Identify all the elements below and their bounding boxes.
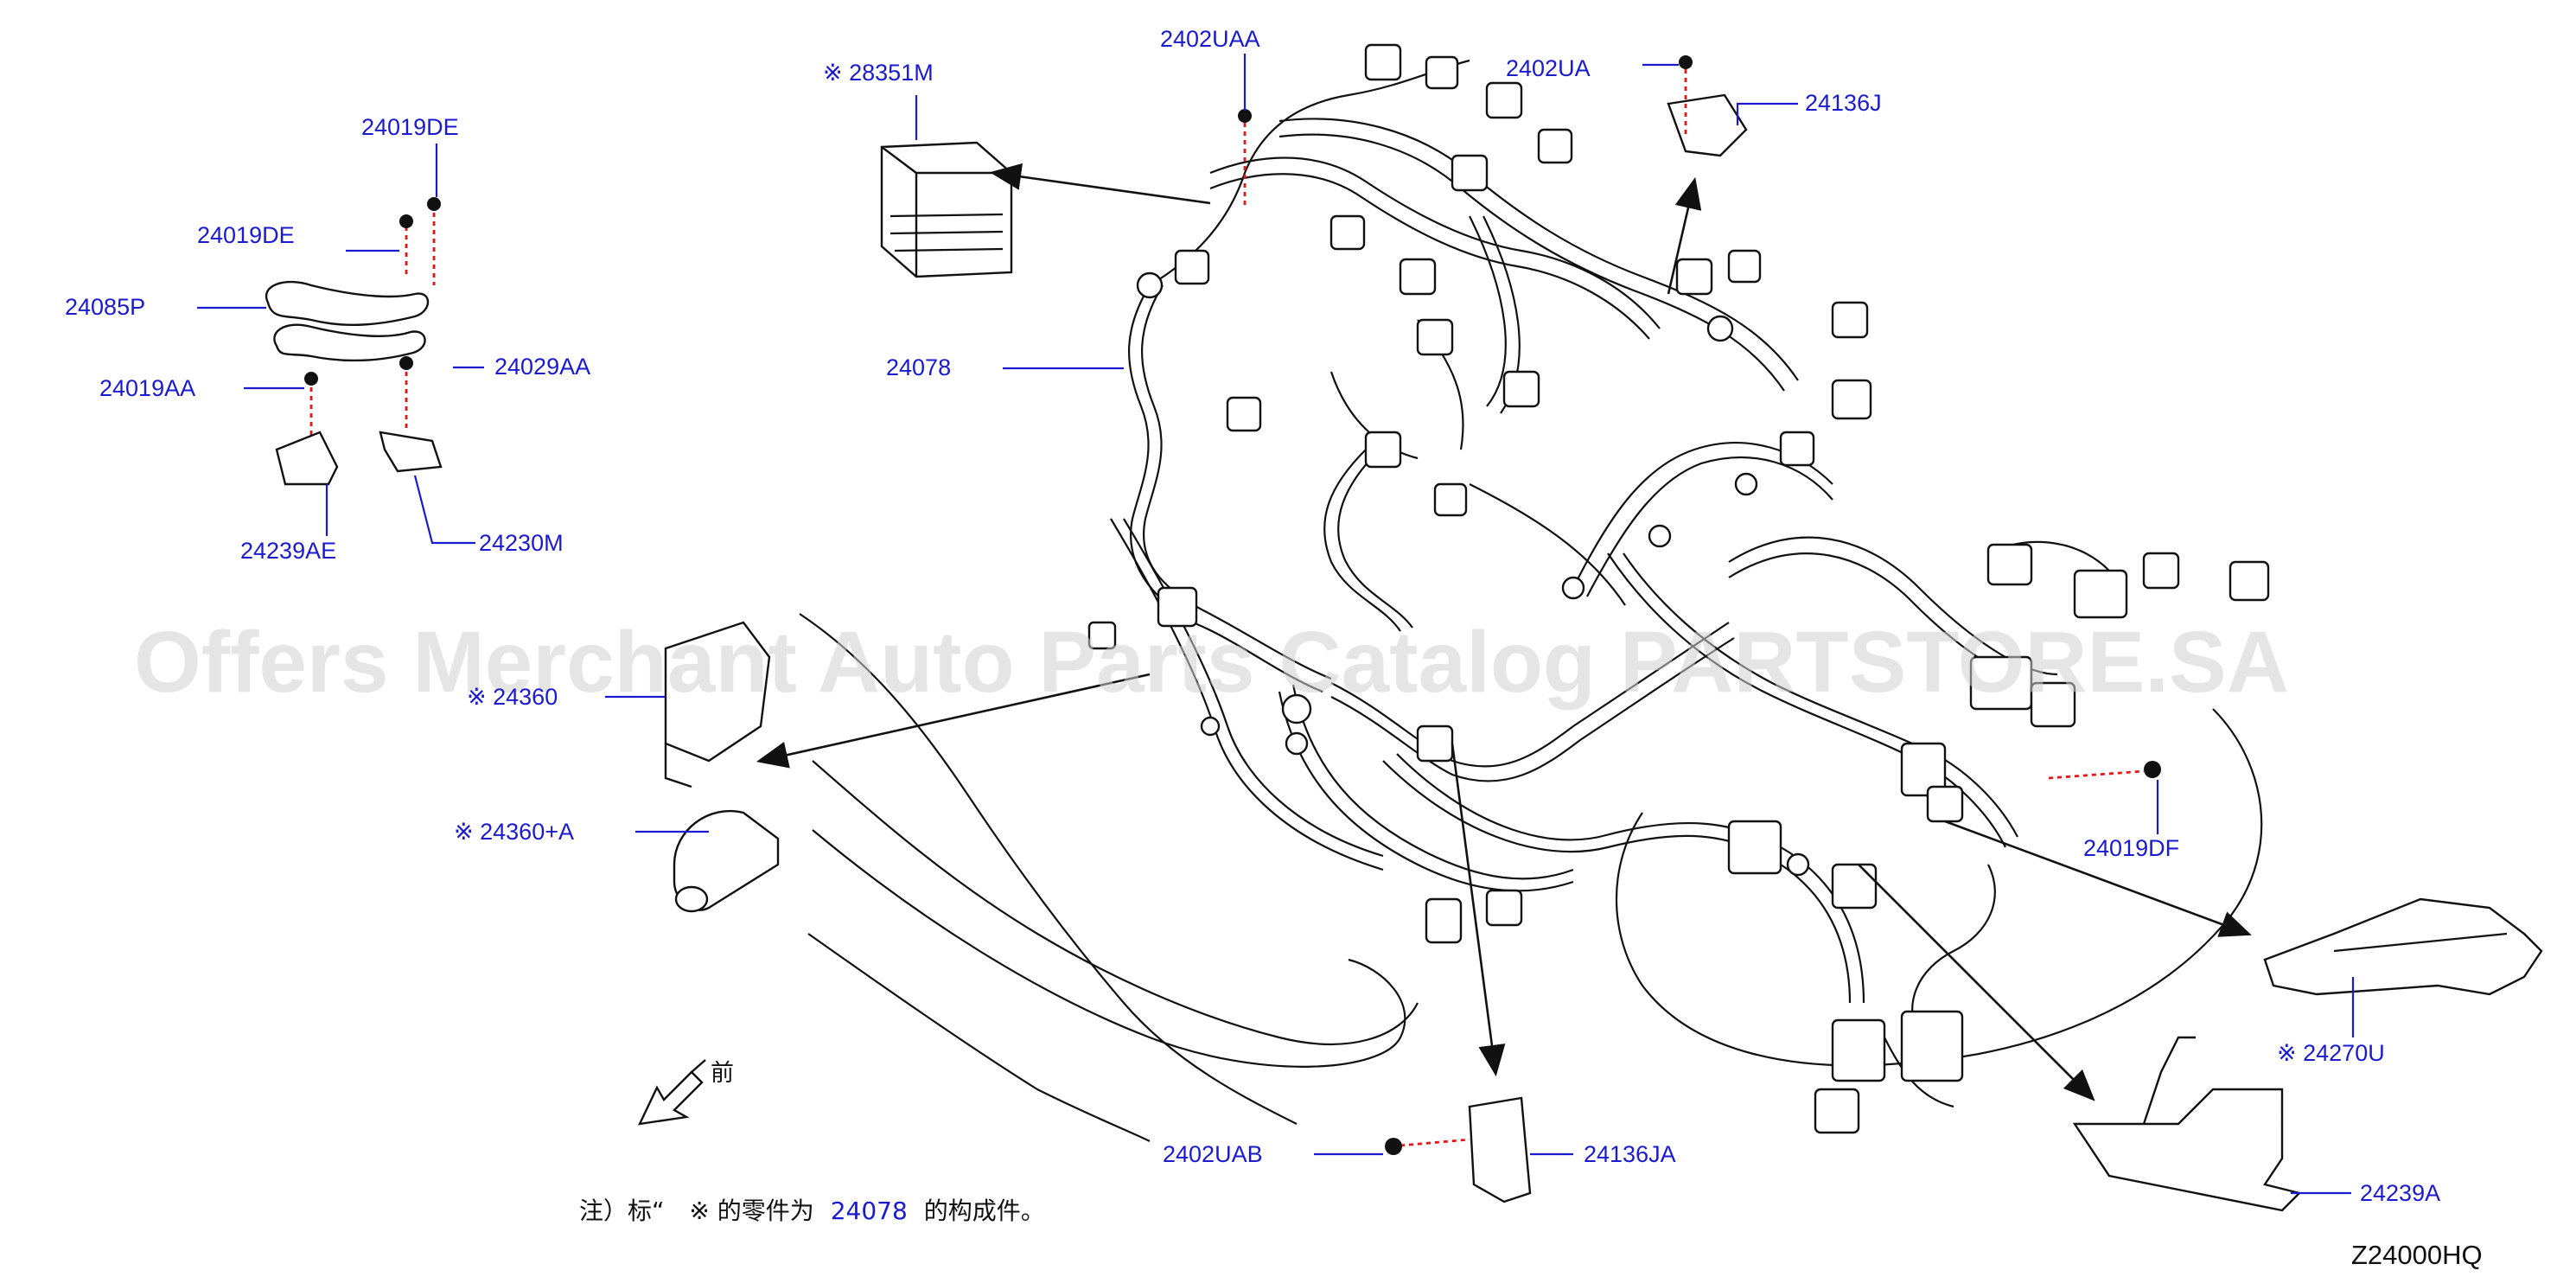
note-prefix: 注）标“ [579,1197,665,1225]
callout-24019AA[interactable]: 24019AA [99,375,195,401]
bolt-2402UAA [1238,109,1252,207]
terminal-cover-24360 [664,621,771,788]
callout-24085P[interactable]: 24085P [65,294,145,320]
watermark-text: Offers Merchant Auto Parts Catalog PARTS… [134,614,2289,711]
marker-asterisk: ※ [2277,1040,2303,1066]
callout-2402UAA[interactable]: 2402UAA [1160,26,1260,52]
callout-labels: ※ 28351M 2402UAA 2402UA 24136J 24019DE 2… [65,26,2440,1206]
wire-harness-illustration [799,43,2270,1142]
front-arrow-icon [637,1070,704,1126]
callout-24136JA[interactable]: 24136JA [1584,1141,1676,1167]
callout-28351M[interactable]: ※ 28351M [823,60,934,86]
bracket-24136JA [1385,1096,1532,1203]
callout-24078[interactable]: 24078 [886,354,951,380]
callout-24239AE[interactable]: 24239AE [240,538,336,564]
bracket-24239A [2072,1036,2302,1212]
footnote: 注）标“ ※ 的零件为 24078 的构成件。 [579,1197,1045,1225]
bracket-24270U [2263,897,2543,996]
callout-24360[interactable]: ※ 24360 [467,684,558,710]
callout-2402UAB[interactable]: 2402UAB [1163,1141,1263,1167]
marker-asterisk: ※ [454,819,480,845]
ecm-connector-28351M [880,141,1013,278]
bolt-24019DF [2048,761,2161,780]
front-direction-indicator: 前 [637,1059,734,1126]
leader-lines [197,54,2355,1195]
note-suffix: 的构成件。 [924,1197,1045,1225]
callout-24239A[interactable]: 24239A [2360,1180,2440,1206]
marker-asterisk: ※ [823,60,849,86]
ground-strap-group [265,197,443,486]
diagram-code: Z24000HQ [2351,1240,2483,1270]
callout-24019DE-left[interactable]: 24019DE [197,222,295,248]
callout-24136J[interactable]: 24136J [1805,90,1882,116]
callout-24230M[interactable]: 24230M [479,530,564,556]
arrows [756,163,2252,1101]
note-middle: 的零件为 [717,1197,814,1225]
terminal-cover-24360A [673,809,780,913]
note-mark: ※ [689,1197,709,1225]
note-ref-24078[interactable]: 24078 [831,1197,908,1225]
callout-24270U[interactable]: ※ 24270U [2277,1040,2385,1066]
callout-24019DF[interactable]: 24019DF [2083,835,2179,861]
marker-asterisk: ※ [467,684,493,710]
callout-24029AA[interactable]: 24029AA [494,354,590,380]
front-label: 前 [711,1060,734,1086]
callout-24019DE-top[interactable]: 24019DE [361,114,459,140]
callout-2402UA[interactable]: 2402UA [1506,55,1591,81]
bracket-24136J [1667,55,1748,157]
callout-24360A[interactable]: ※ 24360+A [454,819,574,845]
